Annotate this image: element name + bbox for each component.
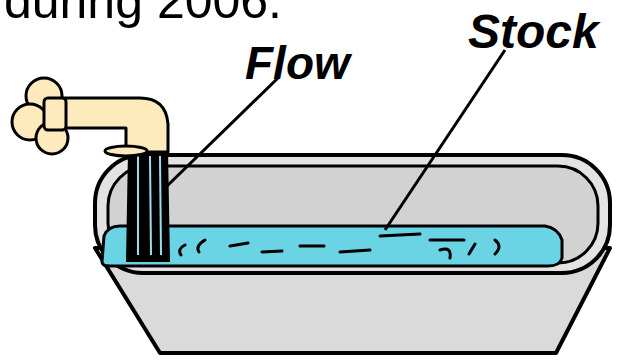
water-stock	[102, 226, 562, 266]
flow-label: Flow	[245, 40, 350, 86]
flow-streaks	[138, 156, 161, 255]
water-ripples	[180, 234, 499, 258]
flow-leader-line	[165, 78, 278, 188]
stock-label: Stock	[468, 8, 599, 56]
stock-leader-line	[385, 50, 505, 230]
tub-rim	[95, 155, 610, 273]
faucet	[12, 78, 168, 156]
water-flow	[126, 150, 170, 262]
caption-fragment: during 2006.	[4, 0, 282, 26]
